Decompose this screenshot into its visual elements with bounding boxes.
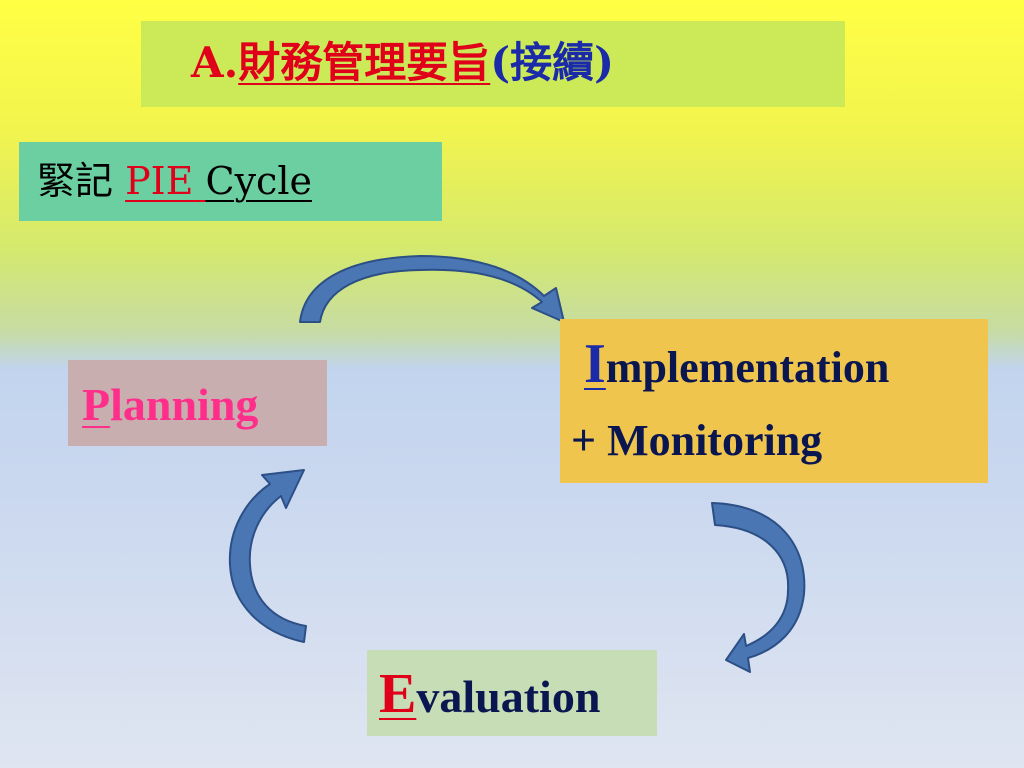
planning-rest: lanning xyxy=(110,379,259,430)
arrow-right xyxy=(711,502,806,673)
page-title: A.財務管理要旨(接續) xyxy=(191,35,614,91)
title-suffix: (接續) xyxy=(490,38,614,87)
arrow-top xyxy=(299,255,565,323)
implementation-label: Implementation xyxy=(584,331,889,401)
planning-node: Planning xyxy=(68,360,327,446)
implementation-initial: I xyxy=(584,333,606,395)
implementation-rest: mplementation xyxy=(605,343,890,392)
evaluation-label: Evaluation xyxy=(379,666,600,725)
planning-label: Planning xyxy=(82,378,258,432)
subtitle-highlight: PIE xyxy=(125,159,206,203)
subtitle-lead: 緊記 xyxy=(37,159,126,203)
title-main: 財務管理要旨 xyxy=(238,38,491,87)
evaluation-node: Evaluation xyxy=(367,650,657,736)
arrow-implementation-to-evaluation xyxy=(711,502,806,673)
monitoring-label: + Monitoring xyxy=(571,416,823,465)
arrow-left xyxy=(228,469,307,643)
title-box: A.財務管理要旨(接續) xyxy=(141,21,845,107)
subtitle-tail: Cycle xyxy=(205,159,312,203)
planning-initial: P xyxy=(82,379,111,430)
subtitle-box: 緊記 PIE Cycle xyxy=(19,142,442,221)
arrow-evaluation-to-planning xyxy=(228,469,307,643)
arrow-planning-to-implementation xyxy=(299,255,565,323)
evaluation-rest: valuation xyxy=(416,671,601,722)
evaluation-initial: E xyxy=(379,663,417,725)
implementation-node: Implementation + Monitoring xyxy=(560,319,988,483)
title-prefix: A. xyxy=(191,38,239,87)
subtitle: 緊記 PIE Cycle xyxy=(37,156,312,206)
